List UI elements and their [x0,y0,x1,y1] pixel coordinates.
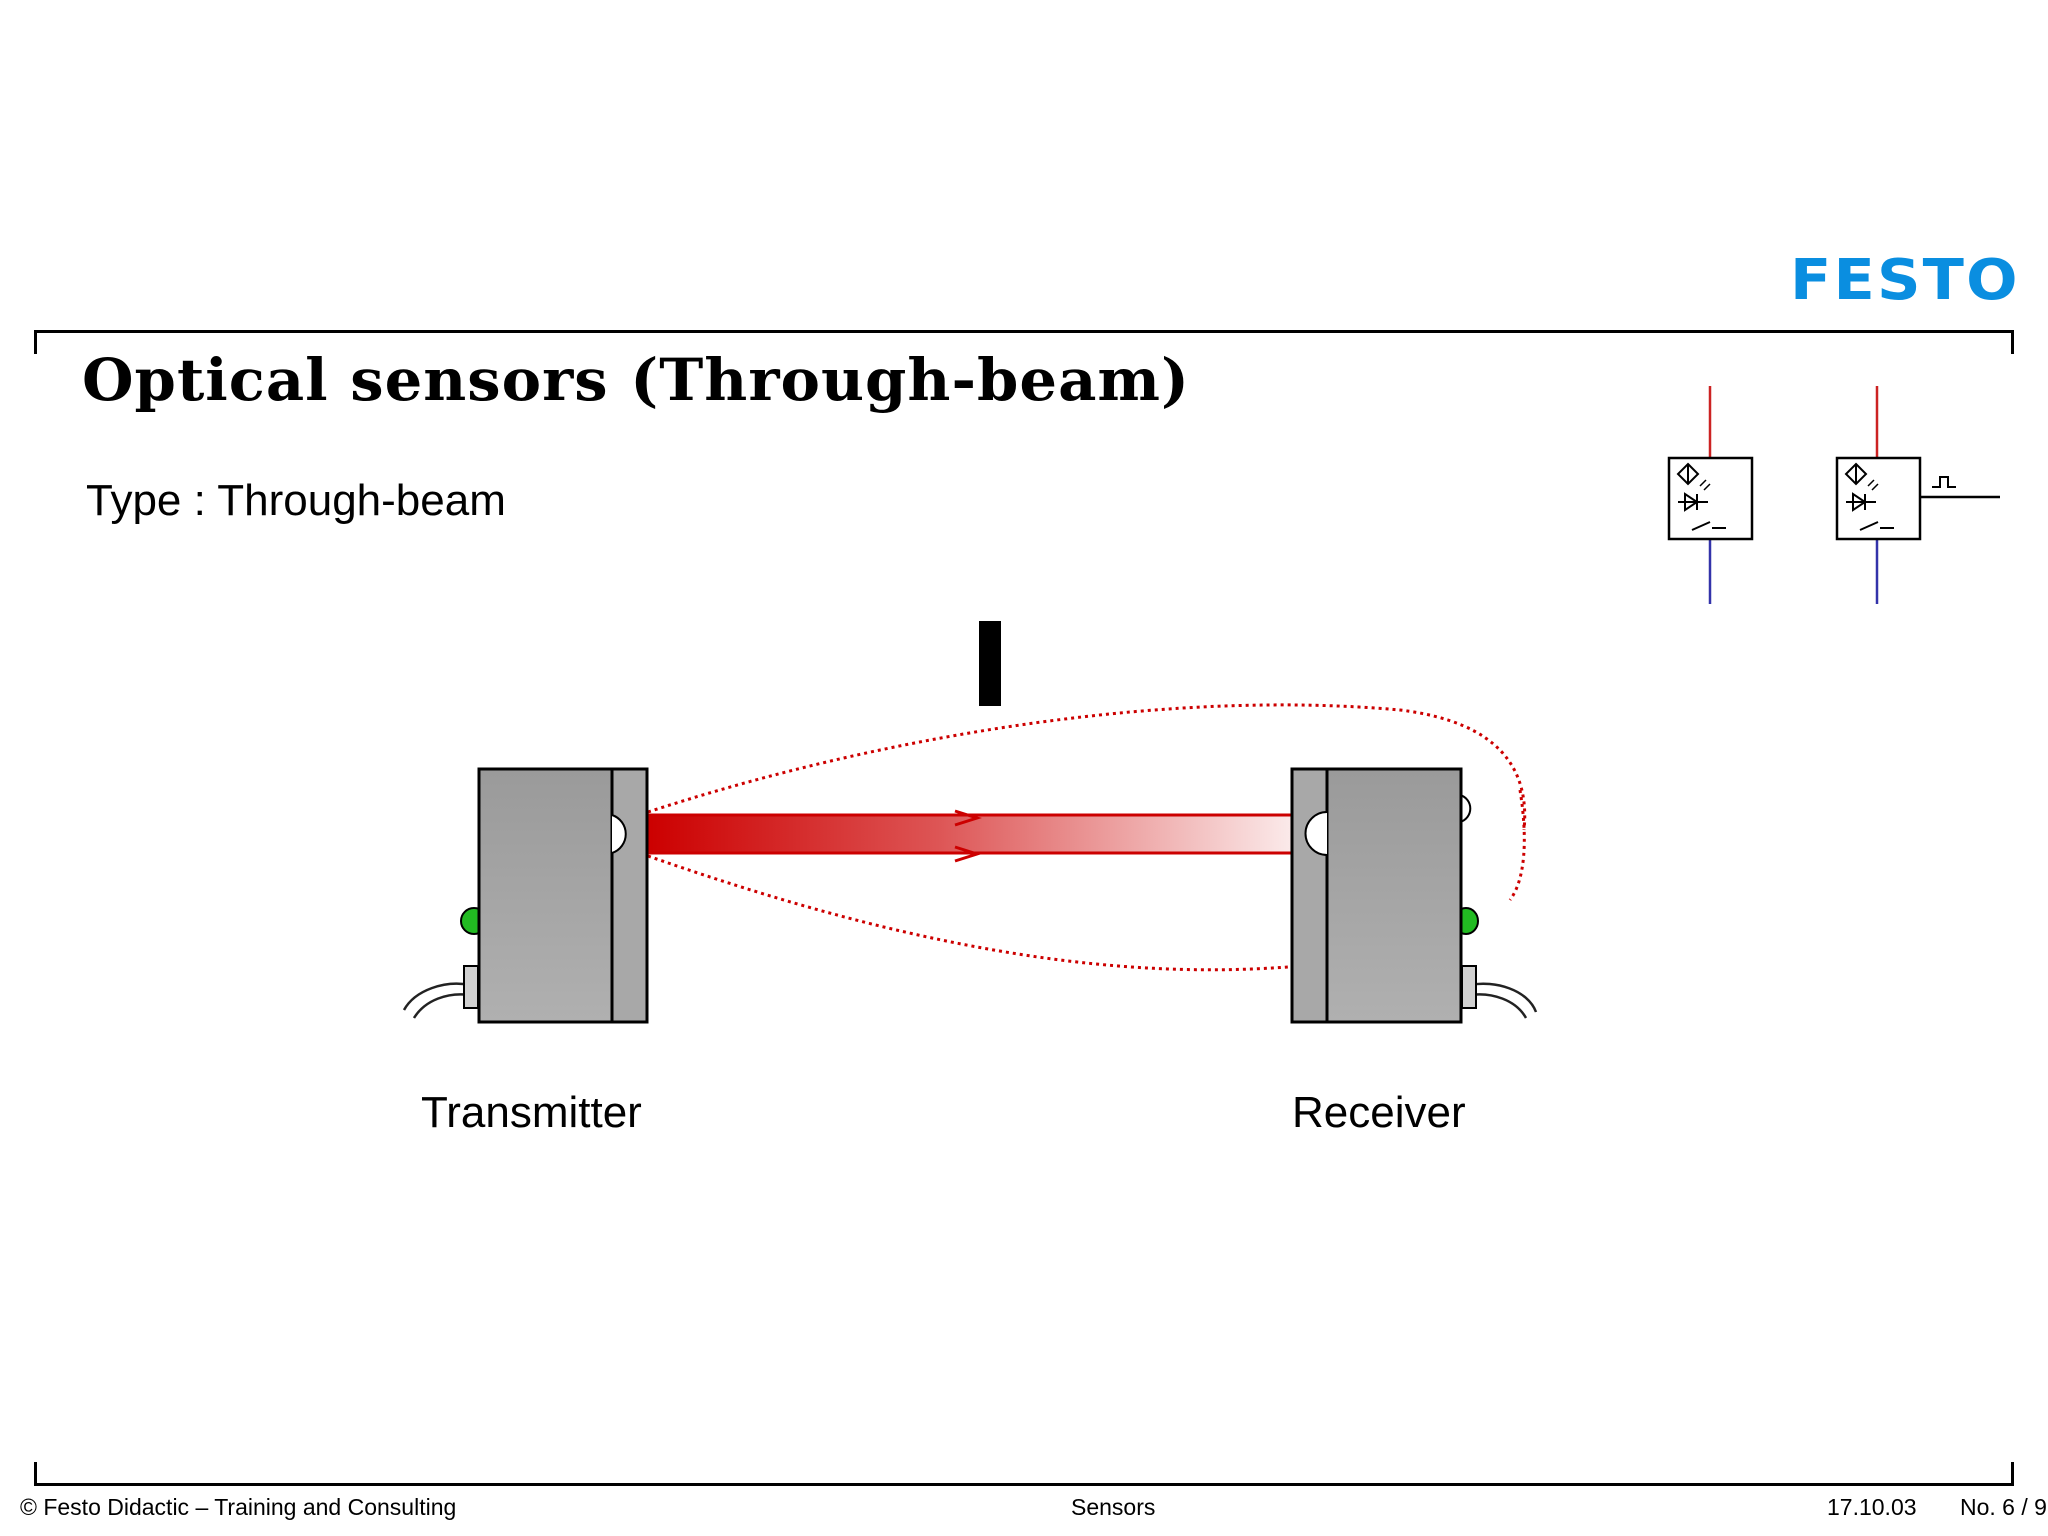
footer-copyright: © Festo Didactic – Training and Consulti… [20,1494,457,1520]
receiver-connector [1461,965,1477,1009]
beam-arrow-upper [954,809,982,827]
switch-contact-icon [1691,521,1726,531]
header-rule-tick-left [34,330,37,354]
emission-lobe-upper [647,703,1527,831]
receiver-housing [1325,767,1463,1024]
page-title: Optical sensors (Through-beam) [82,346,1191,414]
photodiode-icon [1678,492,1708,512]
sensor-symbol-switch [1667,386,1754,604]
transmitter-housing [477,767,615,1024]
footer-date: 17.10.03 [1827,1494,1917,1520]
transmitter [402,767,649,1024]
sensor-symbol-signal [1835,386,2000,604]
header-rule [34,330,2014,333]
receiver-label: Receiver [1292,1088,1466,1137]
transmitter-lens [611,814,627,854]
switch-contact-icon [1859,521,1894,531]
page-subtitle: Type : Through-beam [86,476,506,525]
receiver [1290,767,1538,1024]
transmitter-connector [463,965,479,1009]
footer-rule-tick-right [2011,1462,2014,1486]
transmitter-label: Transmitter [421,1088,642,1137]
photodiode-icon [1846,492,1876,512]
festo-logo: FESTO [1790,248,2020,313]
transmitter-cable [402,982,471,1011]
obstacle-bar [979,621,1001,706]
pulse-signal-icon [1932,476,1956,488]
footer-rule-tick-left [34,1462,37,1486]
receiver-face [1290,767,1330,1024]
footer-rule [34,1483,2014,1486]
emission-lobe-right [1508,789,1526,901]
receiver-top-lens [1459,794,1472,823]
header-rule-tick-right [2011,330,2014,354]
footer-page-number: No. 6 / 9 [1960,1494,2047,1520]
receiver-cable [1469,982,1538,1013]
footer-section: Sensors [1071,1494,1156,1520]
beam-arrow-lower [954,845,982,863]
receiver-lens [1304,811,1328,856]
transmitter-face [610,767,649,1024]
emission-lobe-lower [647,854,1301,972]
